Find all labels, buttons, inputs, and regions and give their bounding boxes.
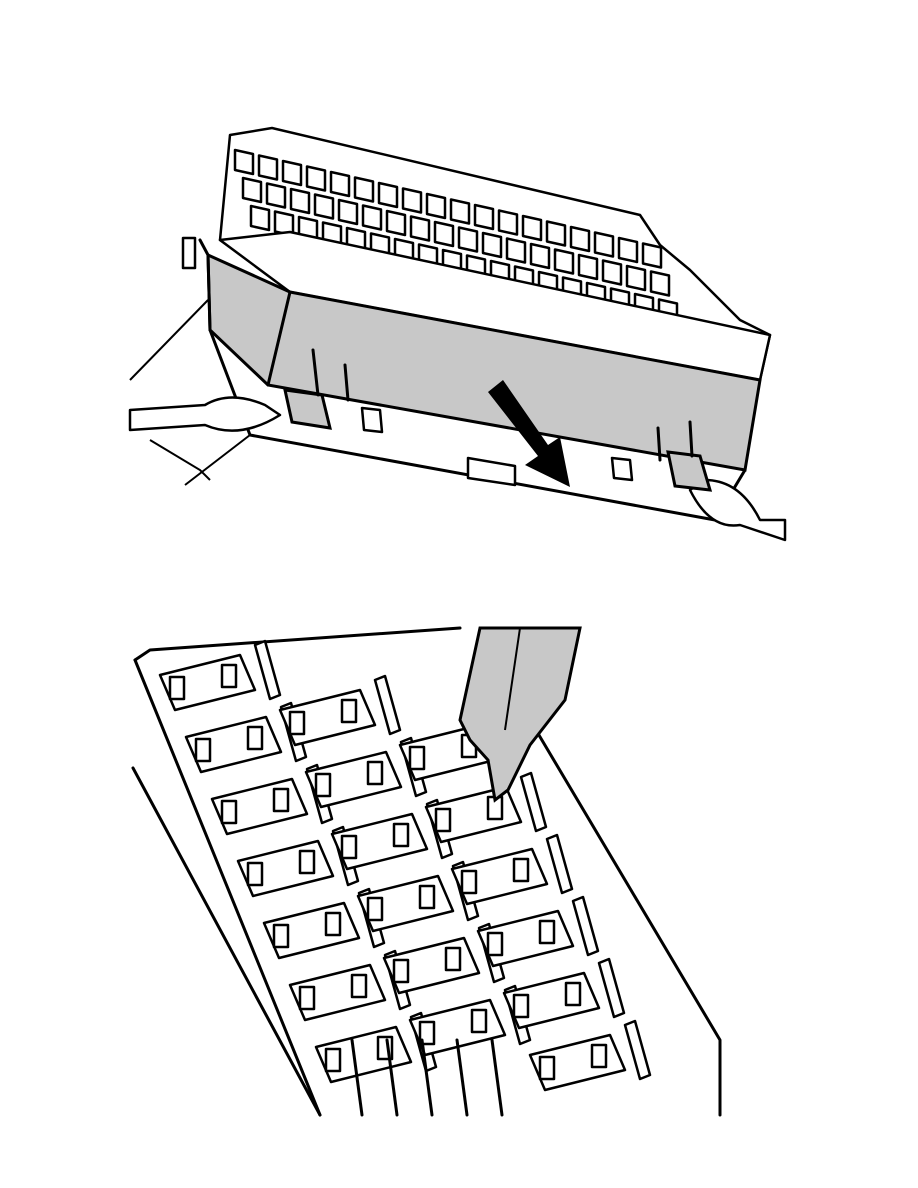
fuse-terminal [418, 1020, 436, 1046]
fuse-slot [569, 225, 591, 253]
fuse-slot [593, 231, 615, 258]
fuse-slot [457, 226, 479, 253]
fuse-slot [425, 192, 447, 220]
fuse-slot [377, 181, 399, 209]
fuse-terminal [538, 919, 556, 945]
fuse-slot [481, 231, 503, 259]
fuse-slot [241, 176, 263, 204]
slot-divider [623, 1019, 652, 1081]
fuse-terminal [392, 822, 410, 848]
fuse-slot [505, 237, 527, 264]
fuse-terminal [340, 698, 358, 724]
fuse-terminal [538, 1055, 556, 1081]
slot-edge [490, 1038, 504, 1117]
fuse-slot [281, 159, 303, 187]
fuse-slot [337, 198, 359, 226]
fuse-terminal [246, 725, 264, 751]
slot-divider [571, 895, 600, 957]
fuse-slot [361, 204, 383, 231]
slot-divider [519, 771, 548, 833]
fuse-slot [617, 236, 639, 264]
fuse-slot [553, 248, 575, 275]
fuse-slot [249, 204, 271, 232]
fuse-terminal [460, 869, 478, 895]
fuse-terminal [444, 946, 462, 972]
fuse-slot [385, 209, 407, 237]
fuse-terminal [340, 834, 358, 860]
slot-divider [253, 639, 282, 701]
fuse-terminal [392, 958, 410, 984]
fuse-slot [577, 253, 599, 281]
fuse-terminal [314, 772, 332, 798]
fuse-puller-tool[interactable] [458, 626, 582, 803]
slot-edge [420, 1038, 434, 1117]
slot-divider [597, 957, 626, 1019]
fuse-terminal [418, 884, 436, 910]
fuse-slot [433, 220, 455, 248]
fuse-slot [625, 264, 647, 292]
fuse-terminal [288, 710, 306, 736]
fuse-box-illustration-top [128, 126, 787, 542]
fuse-slot [233, 148, 255, 176]
fuse-slot [449, 198, 471, 225]
fuse-slot [265, 182, 287, 209]
fuse-slot [257, 154, 279, 181]
fuse-slot [313, 193, 335, 220]
fuse-slot [305, 165, 327, 192]
fuse-terminal [470, 1008, 488, 1034]
fuse-terminal [298, 985, 316, 1011]
fuse-terminal [272, 787, 290, 813]
fuse-slot [409, 215, 431, 242]
fuse-terminal [486, 931, 504, 957]
fuse-slot [521, 214, 543, 242]
fuse-terminal [366, 896, 384, 922]
fuse-slot [601, 259, 623, 286]
fuse-terminal [298, 849, 316, 875]
fuse-slot [649, 270, 671, 297]
fuse-slot [497, 209, 519, 236]
fuse-slot [401, 187, 423, 214]
fuse-slot [641, 242, 663, 269]
fuse-terminal [512, 993, 530, 1019]
fuse-terminal [272, 923, 290, 949]
fuse-terminal [324, 1047, 342, 1073]
fuse-terminal [564, 981, 582, 1007]
fuse-terminal [194, 737, 212, 763]
fuse-slot [353, 176, 375, 203]
fuse-terminal [220, 799, 238, 825]
fuse-terminal [366, 760, 384, 786]
fuse-terminal [512, 857, 530, 883]
slot-edge [350, 1038, 364, 1117]
fuse-terminal [324, 911, 342, 937]
fuse-terminal [350, 973, 368, 999]
fuse-terminal [246, 861, 264, 887]
fuse-slot-grid [158, 639, 652, 1117]
fuse-terminal [408, 745, 426, 771]
fuse-terminal [434, 807, 452, 833]
arrow-down-right-icon [488, 380, 570, 487]
fuse-terminal [168, 675, 186, 701]
slot-edge [385, 1038, 399, 1117]
slot-edge [455, 1038, 469, 1117]
fuse-slot [329, 170, 351, 198]
fuse-slot [473, 203, 495, 231]
fuse-slot [529, 242, 551, 270]
fuse-slot [289, 187, 311, 215]
slot-divider [373, 674, 402, 736]
fuse-terminal [590, 1043, 608, 1069]
fuse-terminal [220, 663, 238, 689]
pry-tool-right [656, 420, 787, 542]
fuse-slot [545, 220, 567, 247]
fuse-box-body [129, 126, 772, 522]
slot-divider [545, 833, 574, 895]
pry-tool-left [128, 348, 350, 432]
